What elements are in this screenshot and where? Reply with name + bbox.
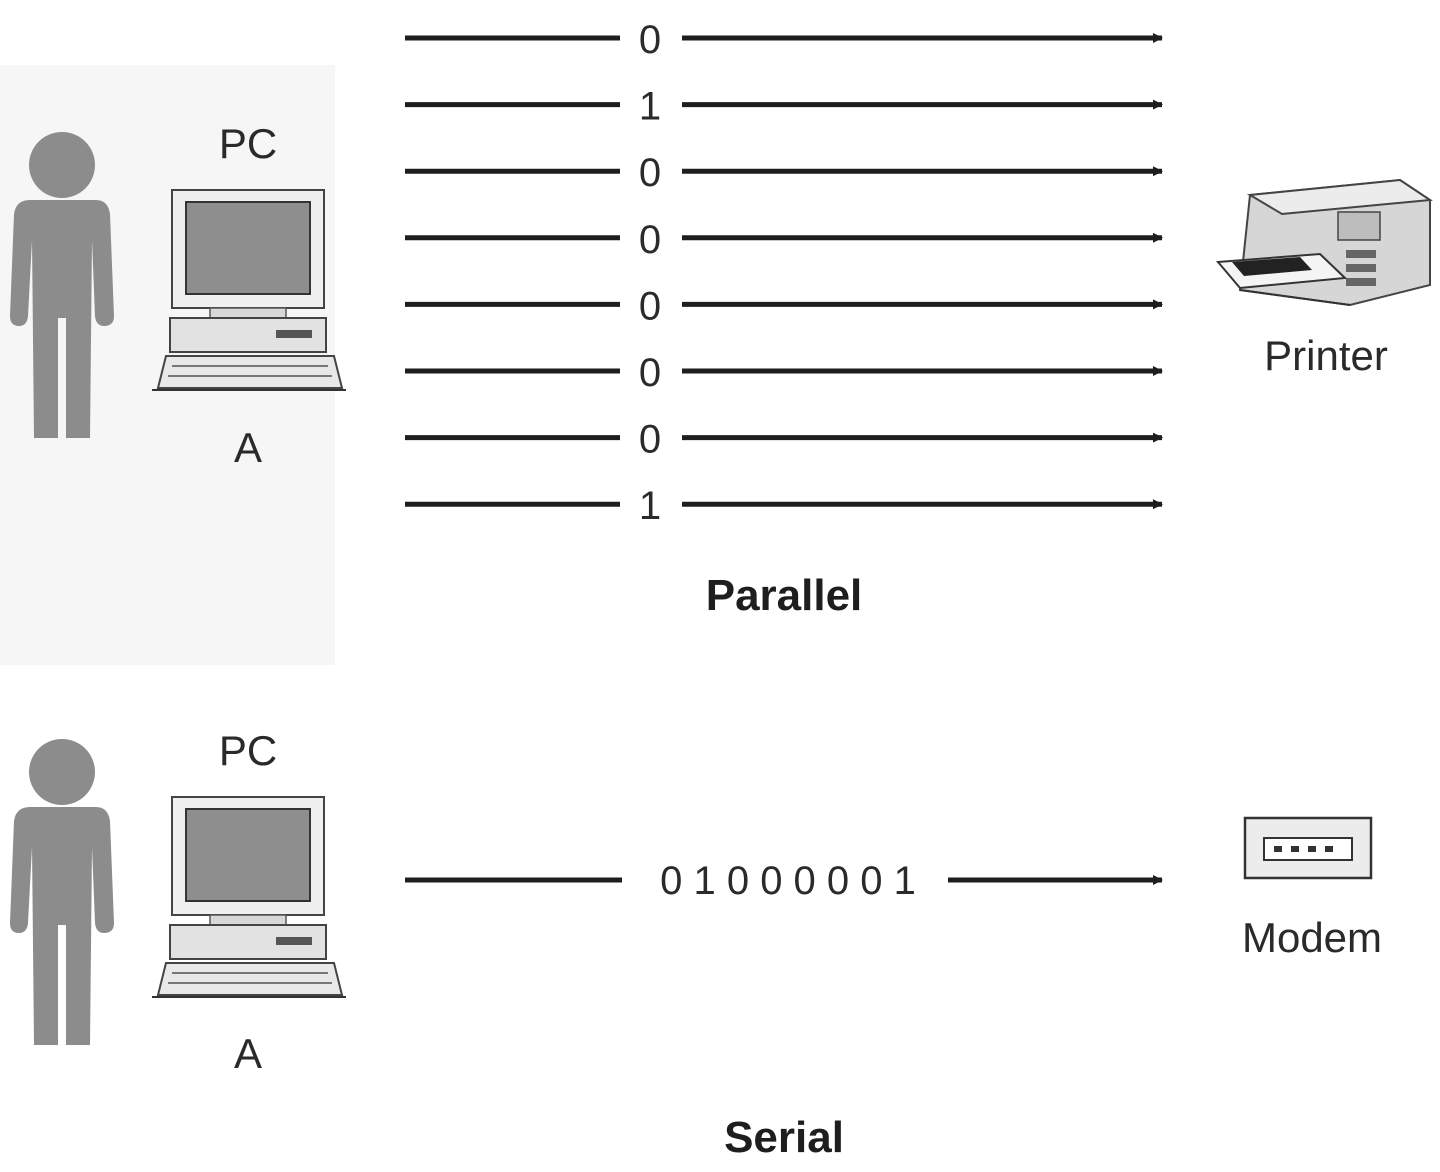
user-label: A [234, 1030, 262, 1077]
computer-icon [151, 189, 347, 391]
modem-icon [1243, 816, 1373, 880]
parallel-bit-label: 0 [639, 418, 661, 462]
serial-bits: 0 1 0 0 0 0 0 1 [660, 859, 916, 903]
pc-label: PC [219, 120, 277, 167]
user-label: A [234, 424, 262, 471]
parallel-bit-label: 0 [639, 218, 661, 262]
pc-label: PC [219, 727, 277, 774]
serial-caption: Serial [724, 1113, 844, 1162]
parallel-bit-lines: 0 1 0 0 0 0 0 1 [405, 18, 1163, 528]
parallel-caption: Parallel [706, 571, 863, 620]
parallel-bit-label: 0 [639, 151, 661, 195]
modem-label: Modem [1242, 914, 1382, 961]
printer-label: Printer [1264, 332, 1388, 379]
printer-icon [1215, 178, 1433, 307]
person-icon [10, 739, 114, 1045]
serial-section: PC A 0 1 0 0 0 0 0 1 Modem Serial [10, 727, 1382, 1162]
parallel-bit-label: 0 [639, 351, 661, 395]
parallel-bit-label: 0 [639, 284, 661, 328]
parallel-bit-label: 1 [639, 85, 661, 129]
parallel-bit-label: 1 [639, 484, 661, 528]
computer-icon [151, 796, 347, 998]
parallel-bit-label: 0 [639, 18, 661, 62]
parallel-section: PC A 0 1 0 0 0 0 0 1 Printer Parallel [10, 18, 1433, 620]
